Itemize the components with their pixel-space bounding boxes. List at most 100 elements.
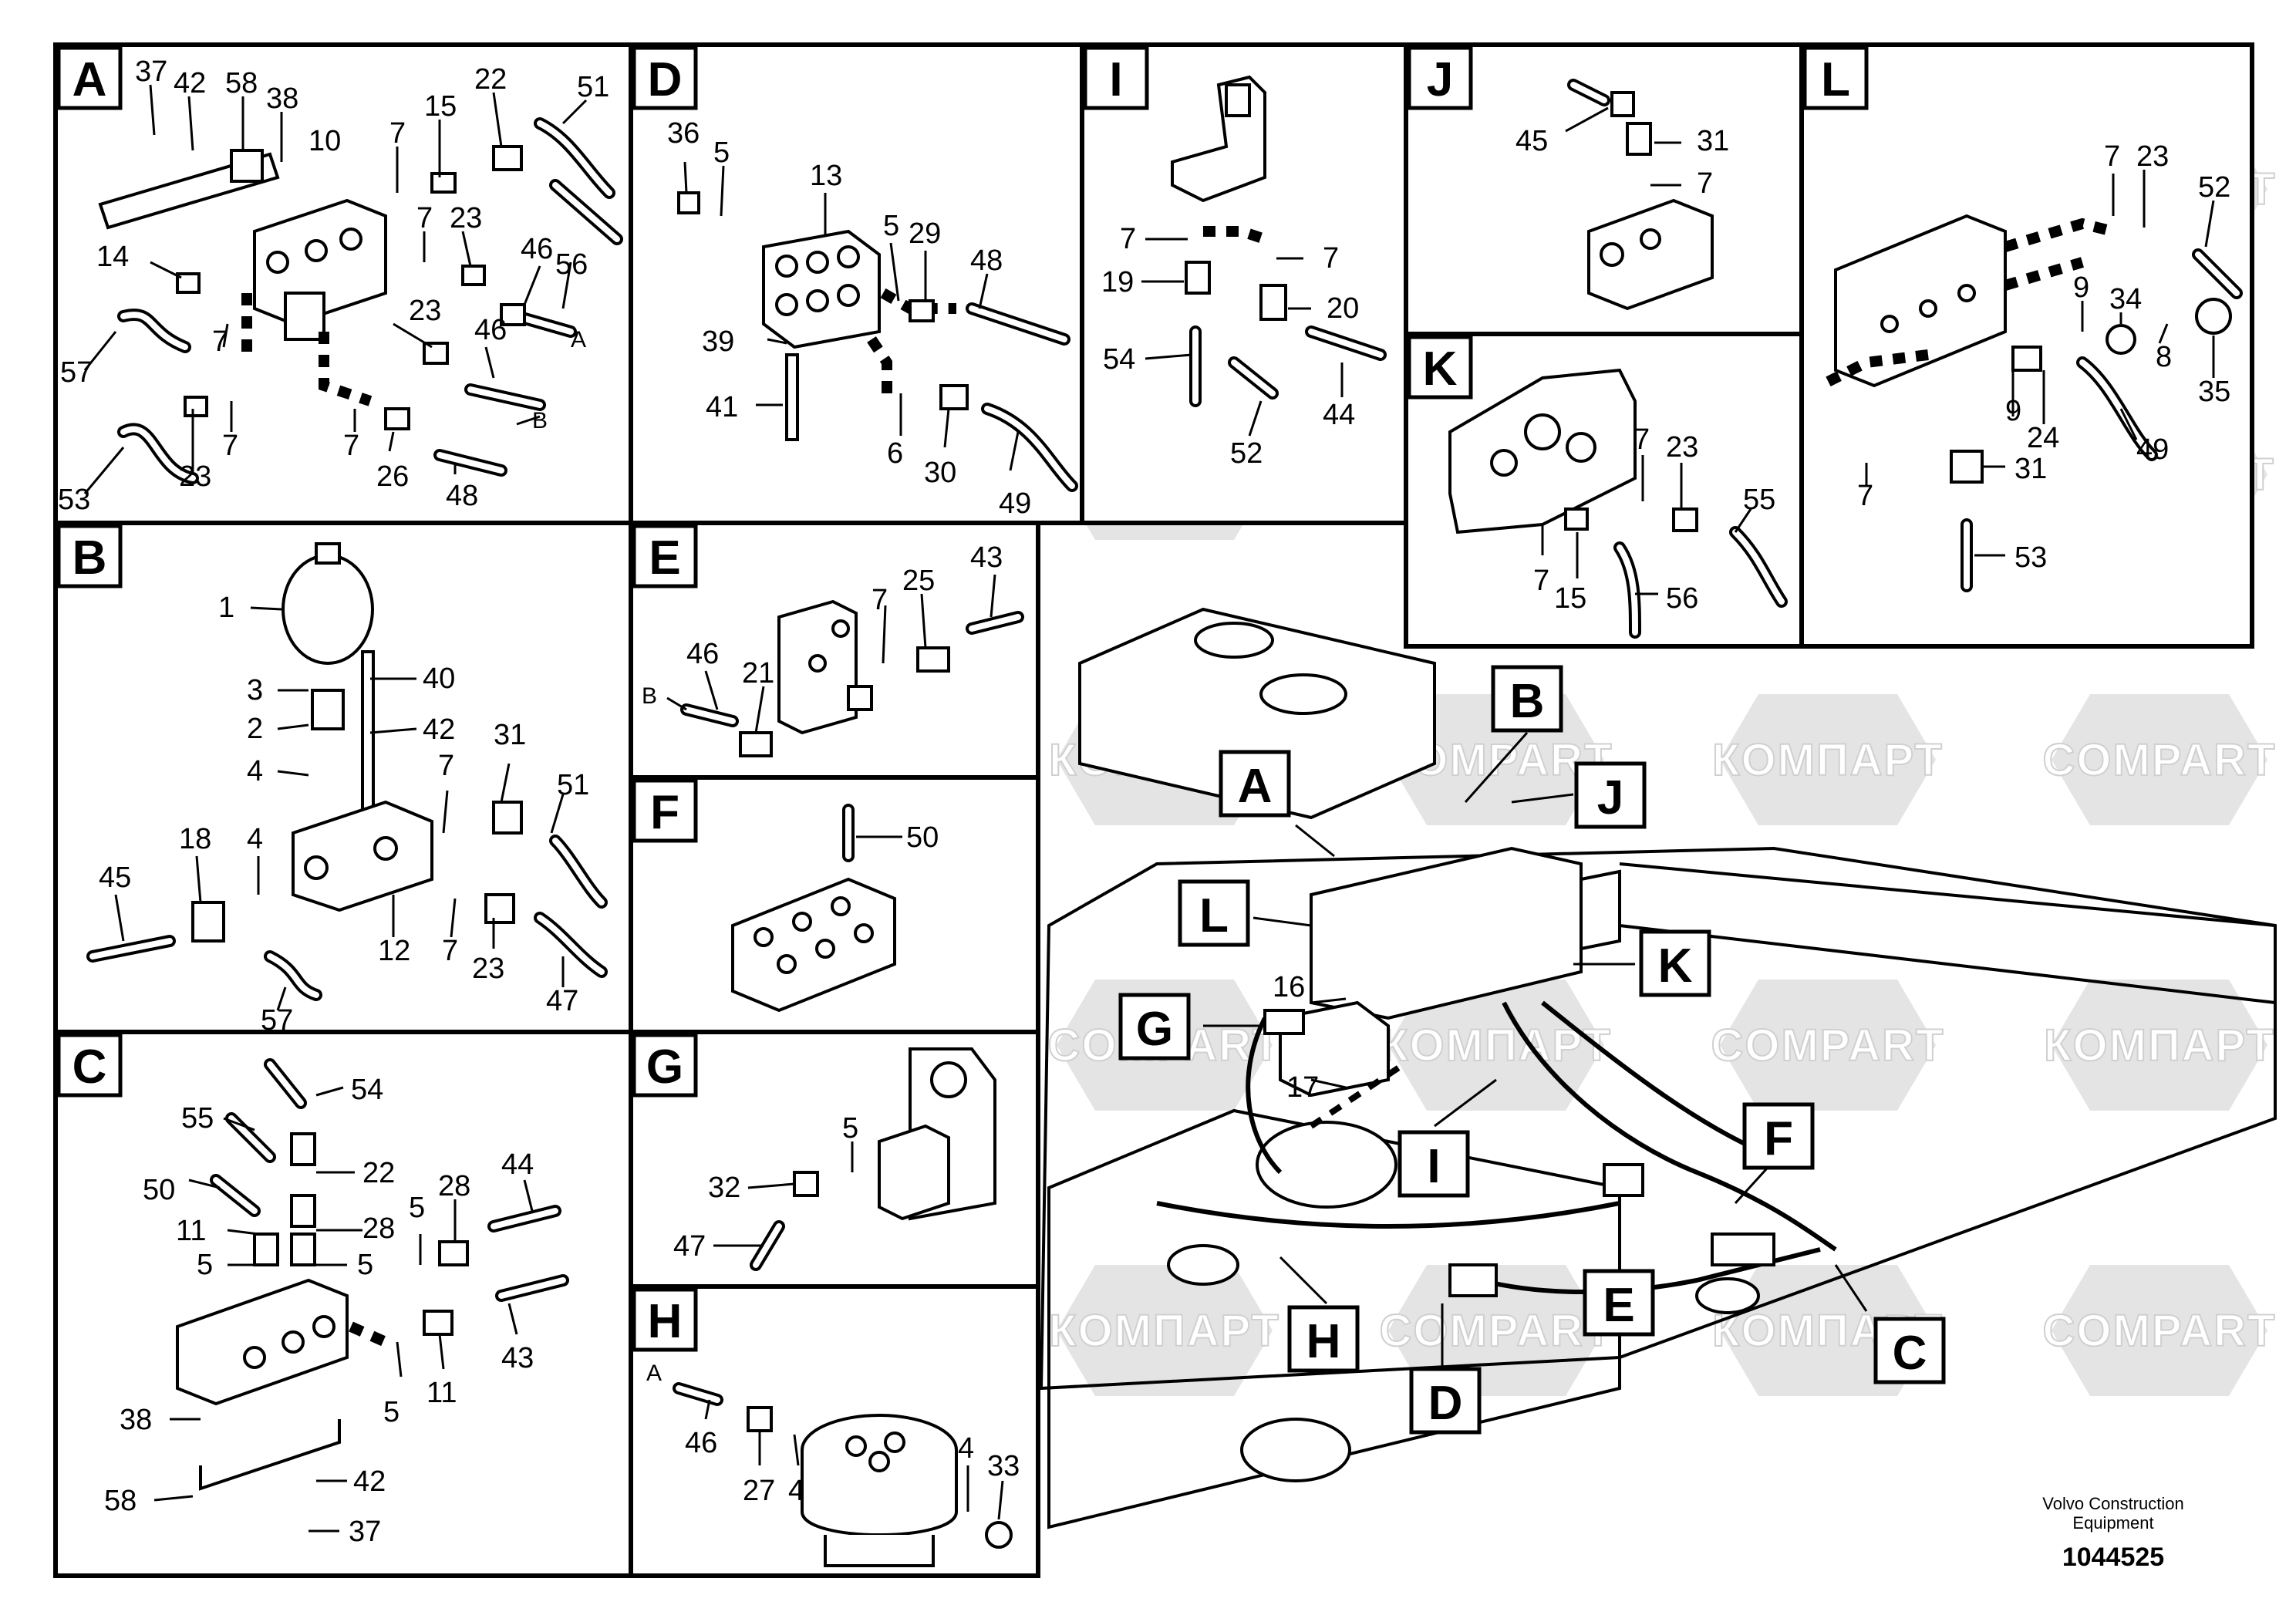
panel-f-label: F [650, 786, 679, 839]
callout: 23 [1666, 431, 1698, 464]
callout: 5 [383, 1396, 400, 1428]
callout: 44 [501, 1148, 534, 1181]
callout: 35 [2198, 376, 2230, 408]
panel-g: G 5 32 47 [629, 1030, 1040, 1289]
callout: 16 [1273, 971, 1305, 1003]
callout: 3 [247, 674, 263, 706]
callout: 53 [2014, 541, 2047, 574]
callout: 7 [222, 430, 238, 462]
callout: 17 [1286, 1071, 1319, 1104]
callout: 2 [247, 713, 263, 745]
callout: 45 [99, 862, 131, 894]
callout: 29 [909, 218, 941, 250]
watermark-mark: COMPART [2042, 694, 2277, 825]
callout: 48 [446, 480, 478, 512]
panel-d-label: D [648, 53, 683, 106]
callout: 30 [924, 457, 956, 489]
watermark-text: КОМПАРТ [1712, 735, 1944, 785]
callout: B [642, 683, 657, 709]
panel-a-label: A [72, 53, 107, 106]
callout: A [646, 1361, 662, 1386]
callout: 47 [546, 985, 578, 1017]
callout: 43 [970, 541, 1003, 574]
callout: 26 [376, 460, 409, 493]
callout: 24 [2027, 422, 2059, 454]
callout: 39 [702, 325, 734, 358]
callout: 56 [555, 248, 588, 281]
callout: 7 [343, 430, 359, 462]
callout: 14 [96, 241, 129, 273]
panel-i: I 7 7 19 20 54 44 52 [1080, 42, 1408, 525]
main-tag-i: I [1427, 1140, 1440, 1193]
main-tag-e: E [1603, 1279, 1634, 1332]
watermark-text: COMPART [2043, 735, 2277, 785]
watermark-mark: КОМПАРТ [2043, 980, 2274, 1111]
callout: 58 [104, 1485, 137, 1517]
callout: 7 [1697, 167, 1713, 200]
main-tag-g: G [1136, 1003, 1173, 1056]
brand-line-2: Equipment [2072, 1513, 2153, 1533]
panel-e: E 43 7 25 46 21 B [629, 521, 1040, 780]
main-tag-b: B [1510, 675, 1545, 728]
callout: 21 [742, 657, 774, 690]
brand-line-1: Volvo Construction [2042, 1494, 2183, 1513]
callout: 6 [887, 437, 903, 470]
callout: 23 [472, 953, 504, 985]
panel-a: A 37 42 58 38 10 7 15 [53, 42, 633, 525]
callout: 50 [906, 821, 939, 854]
panel-e-label: E [649, 531, 680, 585]
main-tag-k: K [1658, 939, 1693, 993]
callout: 55 [1743, 484, 1775, 516]
callout: 58 [225, 67, 258, 99]
callout: 5 [357, 1249, 373, 1281]
callout: 23 [179, 460, 211, 493]
main-tag-j: J [1597, 771, 1623, 824]
panel-b-label: B [72, 531, 107, 585]
watermark-mark: COMPART [1711, 980, 1944, 1111]
callout: 38 [266, 83, 298, 115]
callout: 41 [706, 391, 738, 423]
main-tag-h: H [1306, 1315, 1341, 1368]
callout: 7 [389, 117, 406, 150]
callout: 7 [416, 202, 433, 234]
callout: 8 [2156, 341, 2172, 373]
callout: 15 [1554, 582, 1586, 615]
main-tag-f: F [1764, 1112, 1793, 1165]
callout: 9 [2005, 395, 2021, 427]
callout: 22 [362, 1157, 395, 1189]
panel-c-label: C [72, 1040, 107, 1094]
callout: 18 [179, 823, 211, 855]
watermark-text: КОМПАРТ [1049, 1306, 1280, 1356]
callout: 46 [474, 314, 507, 346]
callout: 19 [1101, 266, 1134, 298]
callout: 45 [1515, 125, 1548, 157]
callout: 48 [970, 244, 1003, 277]
callout: 31 [2014, 453, 2047, 485]
callout: 4 [958, 1432, 974, 1465]
main-tag-d: D [1428, 1377, 1463, 1430]
panel-f: F 50 [629, 775, 1040, 1034]
callout: 23 [409, 295, 441, 327]
watermark-mark: КОМПАРТ [1048, 1265, 1280, 1396]
callout: 40 [423, 663, 455, 695]
callout: 46 [685, 1427, 717, 1459]
callout: 7 [1857, 480, 1873, 512]
callout: 7 [2104, 140, 2120, 173]
panel-k: K 7 23 55 7 15 56 [1404, 332, 1804, 649]
callout: 42 [423, 713, 455, 746]
callout: 4 [247, 823, 263, 855]
panel-h-label: H [648, 1295, 683, 1348]
callout: 32 [708, 1172, 740, 1204]
callout: 57 [60, 356, 93, 389]
panel-i-label: I [1109, 53, 1122, 106]
callout: 20 [1327, 292, 1359, 325]
callout: 49 [2136, 433, 2169, 466]
panel-l-label: L [1821, 53, 1850, 106]
panel-b: B 1 40 3 42 2 4 31 7 51 18 4 45 12 7 23 … [53, 521, 633, 1037]
callout: 7 [438, 750, 454, 782]
callout: 5 [713, 137, 730, 169]
callout: 28 [362, 1212, 395, 1245]
callout: 51 [577, 71, 609, 103]
callout: 54 [351, 1074, 383, 1106]
callout: 7 [442, 935, 458, 967]
